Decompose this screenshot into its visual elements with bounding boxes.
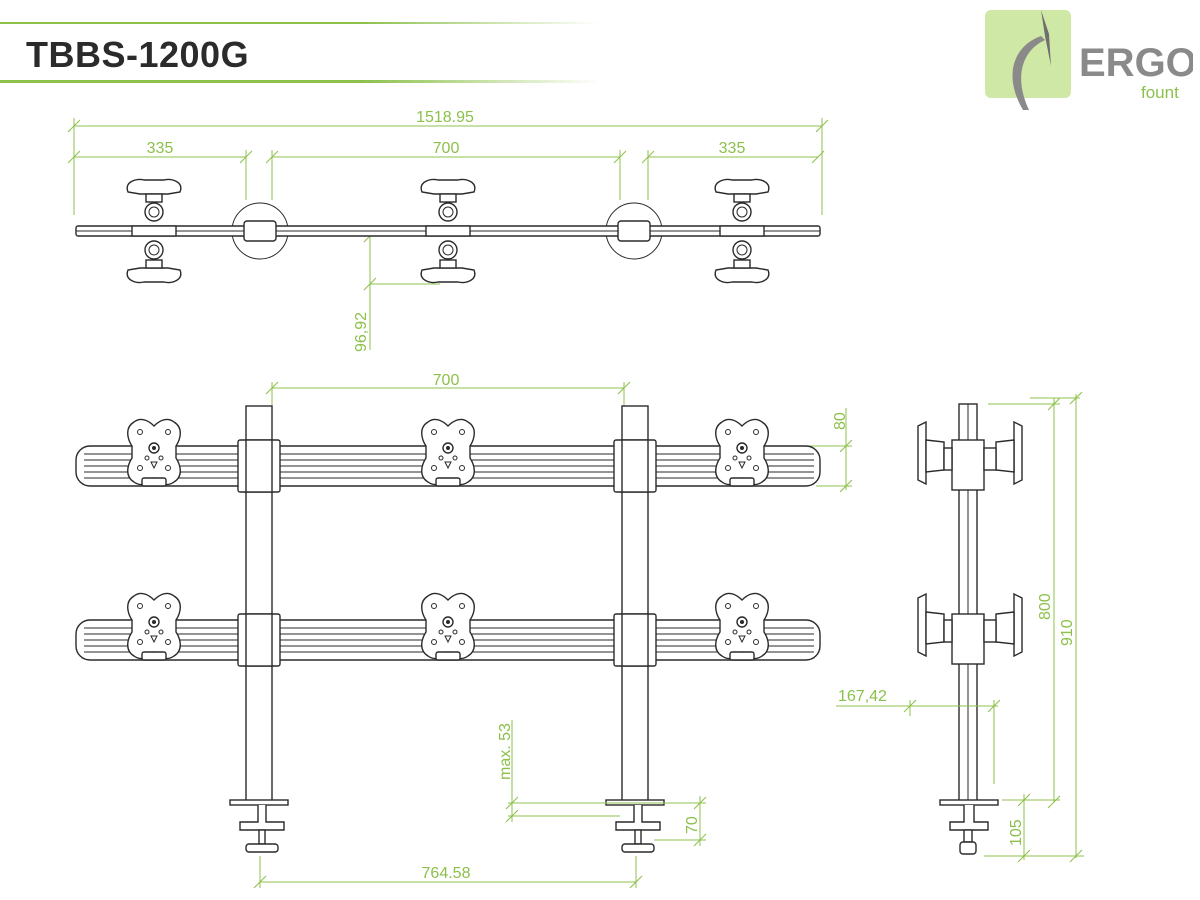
dim-middle-span: 700 — [433, 140, 460, 157]
logo-swoosh-icon — [1012, 36, 1045, 110]
top-view: 1518.95 335 700 335 96,92 — [67, 109, 829, 352]
logo-spike-icon — [1041, 10, 1051, 66]
page-title: TBBS-1200G — [26, 34, 250, 75]
ergofount-logo: ERGO fount — [985, 10, 1193, 110]
dim-right-span: 335 — [719, 140, 746, 157]
side-view: 800 910 167,42 105 — [836, 391, 1084, 863]
dim-max-desk-thickness: max. 53 — [497, 723, 514, 780]
dim-clamp-depth: 70 — [684, 816, 701, 834]
dim-total-height: 910 — [1059, 619, 1076, 646]
dim-bar-height: 80 — [832, 412, 849, 430]
header-rule-bottom — [0, 80, 600, 83]
logo-brand-text: ERGO — [1079, 41, 1193, 85]
front-view: 700 80 — [75, 372, 853, 889]
header-rule-top — [0, 22, 600, 24]
dim-total-width: 1518.95 — [416, 109, 474, 126]
logo-sub-text: fount — [1141, 83, 1179, 102]
dim-base-height: 105 — [1008, 819, 1025, 846]
dim-offset: 96,92 — [353, 312, 370, 352]
dim-depth: 167,42 — [838, 688, 887, 705]
dim-left-span: 335 — [147, 140, 174, 157]
dim-pole-spacing: 700 — [433, 372, 460, 389]
dim-pole-height: 800 — [1037, 593, 1054, 620]
dim-base-spacing: 764.58 — [422, 865, 471, 882]
